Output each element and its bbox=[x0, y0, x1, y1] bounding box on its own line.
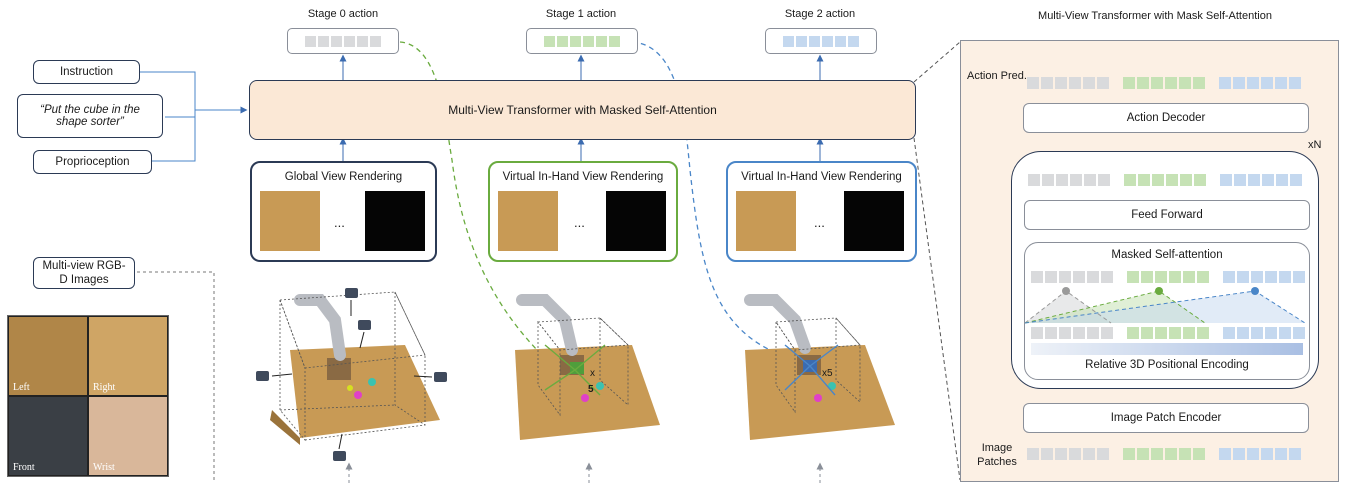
scene1-x-mark: x bbox=[590, 368, 595, 379]
stage1-action-box bbox=[526, 28, 638, 54]
mask-attention-panel: Action Pred. Action Decoder xN Feed Forw… bbox=[960, 40, 1339, 482]
positional-encoding-bar bbox=[1031, 343, 1303, 355]
layer-tokens bbox=[1028, 174, 1302, 186]
action-pred-label: Action Pred. bbox=[967, 70, 1027, 82]
scene1-five-mark: 5 bbox=[588, 384, 594, 395]
attention-key-tokens bbox=[1031, 327, 1305, 339]
camera-view-right: Right bbox=[89, 317, 167, 395]
action-pred-tokens bbox=[1027, 77, 1301, 89]
multiview-rgbd-box: Multi-view RGB-D Images bbox=[33, 257, 135, 289]
action-decoder-box: Action Decoder bbox=[1023, 103, 1309, 133]
feed-forward-box: Feed Forward bbox=[1024, 200, 1310, 230]
camera-view-wrist-label: Wrist bbox=[93, 462, 115, 473]
image-patches-label: Image Patches bbox=[977, 442, 1017, 468]
masked-self-attention-label: Masked Self-attention bbox=[1111, 249, 1223, 261]
camera-view-front: Front bbox=[9, 397, 87, 475]
scene-stage2 bbox=[744, 294, 895, 440]
virtual2-title: Virtual In-Hand View Rendering bbox=[741, 171, 902, 183]
global-thumb-top bbox=[260, 191, 320, 251]
global-view-title: Global View Rendering bbox=[284, 171, 403, 183]
virtual2-thumb-side bbox=[844, 191, 904, 251]
camera-view-front-label: Front bbox=[13, 462, 35, 473]
relative-pe-label: Relative 3D Positional Encoding bbox=[1085, 359, 1249, 371]
virtual-in-hand-rendering-stage2: Virtual In-Hand View Rendering ... bbox=[726, 161, 917, 262]
virtual1-ellipsis: ... bbox=[574, 215, 585, 230]
camera-view-wrist: Wrist bbox=[89, 397, 167, 475]
virtual2-ellipsis: ... bbox=[814, 215, 825, 230]
camera-view-left: Left bbox=[9, 317, 87, 395]
stage1-title: Stage 1 action bbox=[545, 8, 617, 20]
proprioception-box: Proprioception bbox=[33, 150, 152, 174]
scene2-x5-mark: x5 bbox=[822, 368, 833, 379]
camera-view-right-label: Right bbox=[93, 382, 116, 393]
instruction-quote-box: “Put the cube in the shape sorter” bbox=[17, 94, 163, 138]
stage2-title: Stage 2 action bbox=[784, 8, 856, 20]
global-view-rendering: Global View Rendering ... bbox=[250, 161, 437, 262]
camera-view-left-label: Left bbox=[13, 382, 30, 393]
virtual1-thumb-side bbox=[606, 191, 666, 251]
stage0-action-box bbox=[287, 28, 399, 54]
image-patch-encoder-box: Image Patch Encoder bbox=[1023, 403, 1309, 433]
global-ellipsis: ... bbox=[334, 215, 345, 230]
transformer-label: Multi-View Transformer with Masked Self-… bbox=[448, 103, 717, 117]
transformer-layer-block: Feed Forward Masked Self-attention bbox=[1011, 151, 1319, 389]
attention-query-tokens bbox=[1031, 271, 1305, 283]
virtual1-title: Virtual In-Hand View Rendering bbox=[502, 171, 664, 183]
panel-title: Multi-View Transformer with Mask Self-At… bbox=[1038, 10, 1272, 22]
attention-fans bbox=[1025, 287, 1306, 324]
masked-self-attention-block: Masked Self-attention bbox=[1024, 242, 1310, 380]
scene-stage1 bbox=[515, 294, 660, 440]
scene-global bbox=[256, 288, 447, 461]
virtual-in-hand-rendering-stage1: Virtual In-Hand View Rendering ... bbox=[488, 161, 678, 262]
virtual1-thumb-top bbox=[498, 191, 558, 251]
image-patch-tokens bbox=[1027, 448, 1301, 460]
stage0-title: Stage 0 action bbox=[307, 8, 379, 20]
xn-label: xN bbox=[1308, 139, 1322, 151]
multi-view-transformer: Multi-View Transformer with Masked Self-… bbox=[249, 80, 916, 140]
instruction-box: Instruction bbox=[33, 60, 140, 84]
multiview-image-grid: Left Right Front Wrist bbox=[7, 315, 169, 477]
global-thumb-side bbox=[365, 191, 425, 251]
virtual2-thumb-top bbox=[736, 191, 796, 251]
stage2-action-box bbox=[765, 28, 877, 54]
